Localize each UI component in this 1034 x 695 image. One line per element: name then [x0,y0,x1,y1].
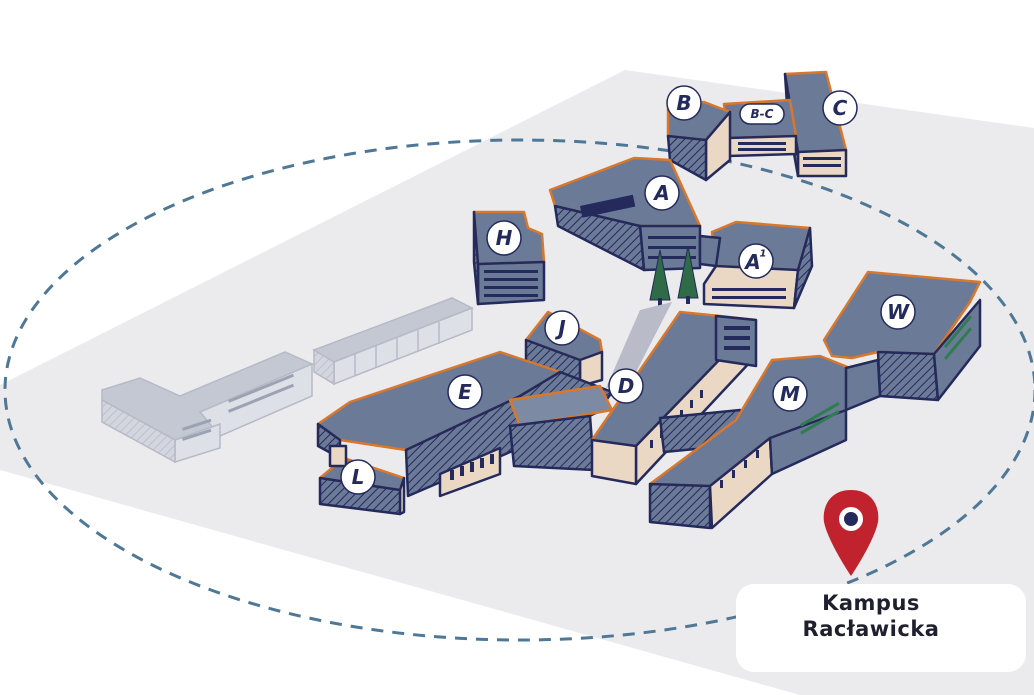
campus-name-line2: Racławicka [802,617,940,641]
label-w[interactable]: W [880,294,916,330]
svg-text:E: E [458,380,472,404]
svg-text:B: B [676,91,691,115]
svg-text:D: D [618,374,635,398]
svg-text:A: A [652,181,669,205]
campus-name-line1: Kampus [822,591,920,615]
label-j[interactable]: J [544,310,580,346]
svg-text:B-C: B-C [751,107,774,121]
building-d [590,310,758,486]
tree-icon [649,245,699,306]
label-b[interactable]: B [666,85,702,121]
svg-text:W: W [887,300,910,324]
label-e[interactable]: E [447,374,483,410]
label-m[interactable]: M [772,376,808,412]
walkway [606,302,672,388]
label-a1[interactable]: A 1 [738,243,774,279]
svg-text:1: 1 [760,249,767,260]
svg-text:H: H [496,226,513,250]
svg-text:A: A [743,250,760,274]
svg-text:C: C [833,96,848,120]
label-a[interactable]: A [644,175,680,211]
label-h[interactable]: H [486,220,522,256]
svg-text:L: L [352,465,365,489]
label-l[interactable]: L [340,459,376,495]
map-pin-icon [823,490,879,576]
label-d[interactable]: D [608,368,644,404]
campus-boundary-ring [3,138,1034,642]
building-e [316,350,614,498]
campus-name: Kampus Racławicka [736,590,1006,642]
label-bc[interactable]: B-C [739,103,785,125]
building-h [472,210,546,306]
label-c[interactable]: C [822,90,858,126]
svg-text:M: M [780,382,800,406]
ghost-building-long [312,297,474,386]
campus-label-card [736,584,1026,672]
ghost-building-l [101,351,314,464]
